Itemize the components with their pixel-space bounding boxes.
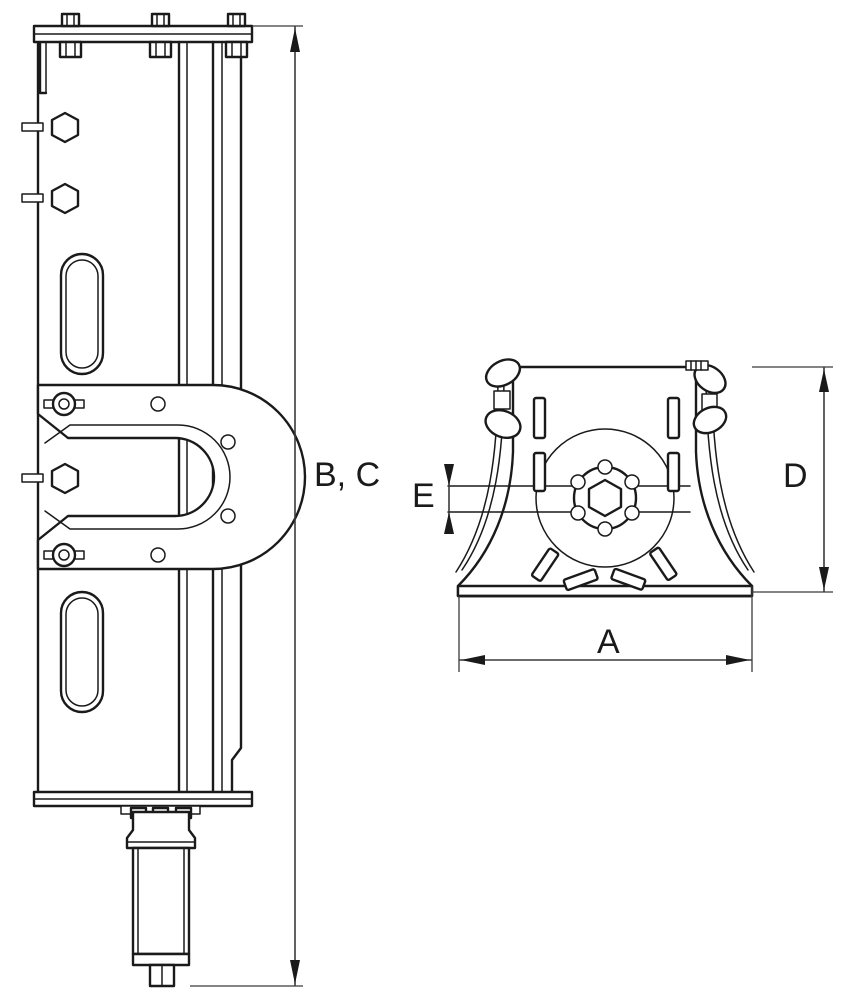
bolt-head-upper — [150, 12, 171, 28]
stud-upper-body — [21, 122, 44, 132]
yoke-clamp-bolt-lower — [43, 542, 85, 568]
hub-bolt-hole-3 — [624, 505, 640, 521]
hex-nut-middle — [50, 182, 80, 215]
oval-slot-upper-group — [59, 252, 105, 376]
yoke-hole-top-right — [220, 434, 236, 450]
dimension-e-group: E — [412, 464, 454, 534]
dimension-label-bc: B, C — [314, 456, 380, 494]
hub-bolt-hole-5 — [570, 505, 586, 521]
vertical-slot-right-upper — [666, 396, 681, 440]
dim-d-arrow-top — [819, 369, 829, 392]
top-clamp-plate — [685, 360, 709, 371]
hub-bolt-hole-4 — [597, 521, 613, 537]
hub-bolt-hole-2 — [624, 474, 640, 490]
arc-slot-4 — [649, 546, 678, 582]
hex-nut-yoke — [50, 462, 80, 495]
dim-bc-arrow-bottom — [290, 960, 300, 984]
oval-slot-lower-group — [59, 590, 105, 714]
top-bolt-group — [58, 12, 249, 59]
vertical-slot-group — [532, 396, 681, 493]
vertical-slot-left-upper — [532, 396, 547, 440]
vertical-slot-left-lower — [532, 451, 547, 493]
wing-nut-left-upper — [484, 358, 522, 388]
bolt-nut-lower — [148, 40, 173, 59]
hex-nut-middle-group — [21, 182, 80, 215]
dimension-label-a: A — [597, 623, 620, 661]
hub-flange-circle — [535, 428, 675, 568]
top-bolt-1 — [58, 12, 83, 59]
yoke-outer-profile — [36, 383, 307, 571]
wing-nut-right-lower-group — [692, 405, 728, 435]
dimension-a-group: A — [458, 586, 753, 672]
dim-e-arrow-top — [444, 464, 454, 486]
arc-slot-group — [530, 546, 678, 592]
top-bolt-2 — [148, 12, 173, 59]
arc-slot-1 — [530, 547, 560, 582]
yoke-clamp-bolt-upper — [43, 391, 85, 417]
drive-shaft — [131, 846, 191, 956]
clamp-bolt-hole-lower — [58, 549, 70, 561]
stud-middle-body — [21, 193, 44, 203]
hex-nut-yoke-group — [21, 462, 80, 495]
dim-a-arrow-left — [461, 655, 485, 665]
stud-yoke-body — [21, 473, 44, 483]
yoke-inner-profile — [44, 424, 231, 530]
yoke-hole-bottom-left — [150, 547, 166, 563]
arc-slot-2 — [562, 568, 599, 592]
shaft-collar — [131, 952, 191, 967]
u-bracket-yoke-group — [21, 383, 307, 571]
wing-nut-right-lower — [692, 405, 728, 435]
hub-bolt-hole-6 — [570, 474, 586, 490]
dim-bc-arrow-top — [290, 28, 300, 52]
wing-nut-left-upper-group — [484, 358, 522, 410]
top-bolt-3 — [224, 12, 249, 59]
yoke-hole-top-left — [150, 396, 166, 412]
top-clamp-detail — [685, 360, 709, 371]
dimension-d-group: D — [752, 366, 833, 593]
dimension-bc-group: B, C — [190, 25, 380, 987]
dimension-label-d: D — [783, 457, 808, 495]
base-plate-strip — [456, 584, 754, 598]
clamp-bolt-hole-upper — [58, 398, 70, 410]
dimension-label-e: E — [412, 477, 435, 515]
yoke-hole-bottom-right — [220, 508, 236, 524]
dim-a-arrow-right — [726, 655, 750, 665]
bolt-nut-lower — [58, 40, 83, 59]
bolt-head-upper — [60, 12, 81, 28]
hub-center-hex — [587, 478, 623, 518]
bolt-head-upper — [226, 12, 247, 28]
oval-slot-lower-inner — [65, 597, 99, 707]
wing-nut-left-lower-group — [484, 408, 522, 440]
hub-bolt-hole-1 — [597, 459, 613, 475]
dim-e-arrow-bottom — [444, 512, 454, 534]
shaft-housing — [125, 810, 197, 850]
wing-nut-left-upper-body — [493, 390, 511, 410]
bolt-nut-lower — [224, 40, 249, 59]
hex-nut-upper-group — [21, 111, 80, 144]
side-view-group — [21, 12, 307, 988]
dim-d-arrow-bottom — [819, 567, 829, 590]
vertical-slot-right-lower — [666, 451, 681, 493]
wing-nut-left-lower — [484, 408, 522, 440]
oval-slot-upper-inner — [65, 259, 99, 369]
hex-nut-upper — [50, 111, 80, 144]
arc-slot-3 — [610, 567, 647, 591]
